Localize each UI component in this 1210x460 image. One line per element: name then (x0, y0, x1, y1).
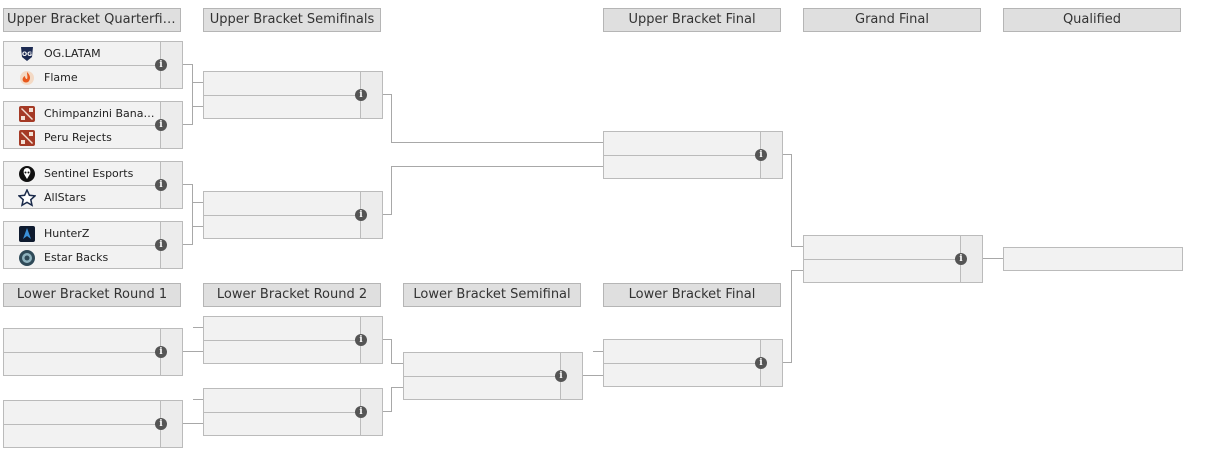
match-lbr2-2[interactable]: i (203, 388, 383, 436)
flame-logo-icon (18, 69, 36, 87)
header-lower-semifinal: Lower Bracket Semifinal (403, 283, 581, 307)
info-icon[interactable]: i (155, 418, 167, 430)
info-icon[interactable]: i (755, 149, 767, 161)
allstars-logo-icon (18, 188, 36, 207)
header-upper-final: Upper Bracket Final (603, 8, 781, 32)
dota-logo-icon (18, 105, 36, 123)
match-upper-final[interactable]: i (603, 131, 783, 179)
match-ubsf-1[interactable]: i (203, 71, 383, 119)
info-icon[interactable]: i (355, 209, 367, 221)
match-ubqf-1[interactable]: OG OG.LATAM Flame i (3, 41, 183, 89)
hunterz-logo-icon (18, 225, 36, 243)
qualified-slot (1003, 247, 1183, 271)
info-icon[interactable]: i (155, 119, 167, 131)
info-icon[interactable]: i (155, 179, 167, 191)
header-lower-round-2: Lower Bracket Round 2 (203, 283, 381, 307)
team-row[interactable]: Peru Rejects (4, 126, 161, 149)
match-grand-final[interactable]: i (803, 235, 983, 283)
team-row[interactable]: Sentinel Esports (4, 162, 161, 186)
match-lower-semifinal[interactable]: i (403, 352, 583, 400)
team-name: Sentinel Esports (44, 167, 134, 180)
match-lower-final[interactable]: i (603, 339, 783, 387)
info-icon[interactable]: i (355, 406, 367, 418)
team-row[interactable]: Chimpanzini Banan... (4, 102, 161, 126)
match-ubqf-4[interactable]: HunterZ Estar Backs i (3, 221, 183, 269)
team-row[interactable]: HunterZ (4, 222, 161, 246)
match-lbr2-1[interactable]: i (203, 316, 383, 364)
team-name: HunterZ (44, 227, 90, 240)
team-name: Chimpanzini Banan... (44, 107, 156, 120)
team-row[interactable]: Estar Backs (4, 246, 161, 269)
team-row[interactable]: OG OG.LATAM (4, 42, 161, 66)
header-upper-semifinals: Upper Bracket Semifinals (203, 8, 381, 32)
info-icon[interactable]: i (755, 357, 767, 369)
team-name: OG.LATAM (44, 47, 101, 60)
match-ubqf-3[interactable]: Sentinel Esports AllStars i (3, 161, 183, 209)
header-upper-quarterfinals: Upper Bracket Quarterfinals (3, 8, 181, 32)
match-ubqf-2[interactable]: Chimpanzini Banan... Peru Rejects i (3, 101, 183, 149)
info-icon[interactable]: i (355, 89, 367, 101)
team-row[interactable]: AllStars (4, 186, 161, 209)
team-row[interactable]: Flame (4, 66, 161, 89)
header-qualified: Qualified (1003, 8, 1181, 32)
info-icon[interactable]: i (155, 59, 167, 71)
info-icon[interactable]: i (555, 370, 567, 382)
sentinel-logo-icon (18, 165, 36, 183)
estar-backs-logo-icon (18, 249, 36, 267)
info-icon[interactable]: i (155, 239, 167, 251)
svg-text:OG: OG (22, 51, 32, 58)
info-icon[interactable]: i (155, 346, 167, 358)
header-lower-round-1: Lower Bracket Round 1 (3, 283, 181, 307)
header-grand-final: Grand Final (803, 8, 981, 32)
og-logo-icon: OG (18, 45, 36, 63)
team-name: Flame (44, 71, 78, 84)
header-lower-final: Lower Bracket Final (603, 283, 781, 307)
team-name: Peru Rejects (44, 131, 112, 144)
team-name: AllStars (44, 191, 86, 204)
team-name: Estar Backs (44, 251, 109, 264)
match-lbr1-2[interactable]: i (3, 400, 183, 448)
info-icon[interactable]: i (355, 334, 367, 346)
info-icon[interactable]: i (955, 253, 967, 265)
dota-logo-icon (18, 129, 36, 147)
match-lbr1-1[interactable]: i (3, 328, 183, 376)
match-ubsf-2[interactable]: i (203, 191, 383, 239)
